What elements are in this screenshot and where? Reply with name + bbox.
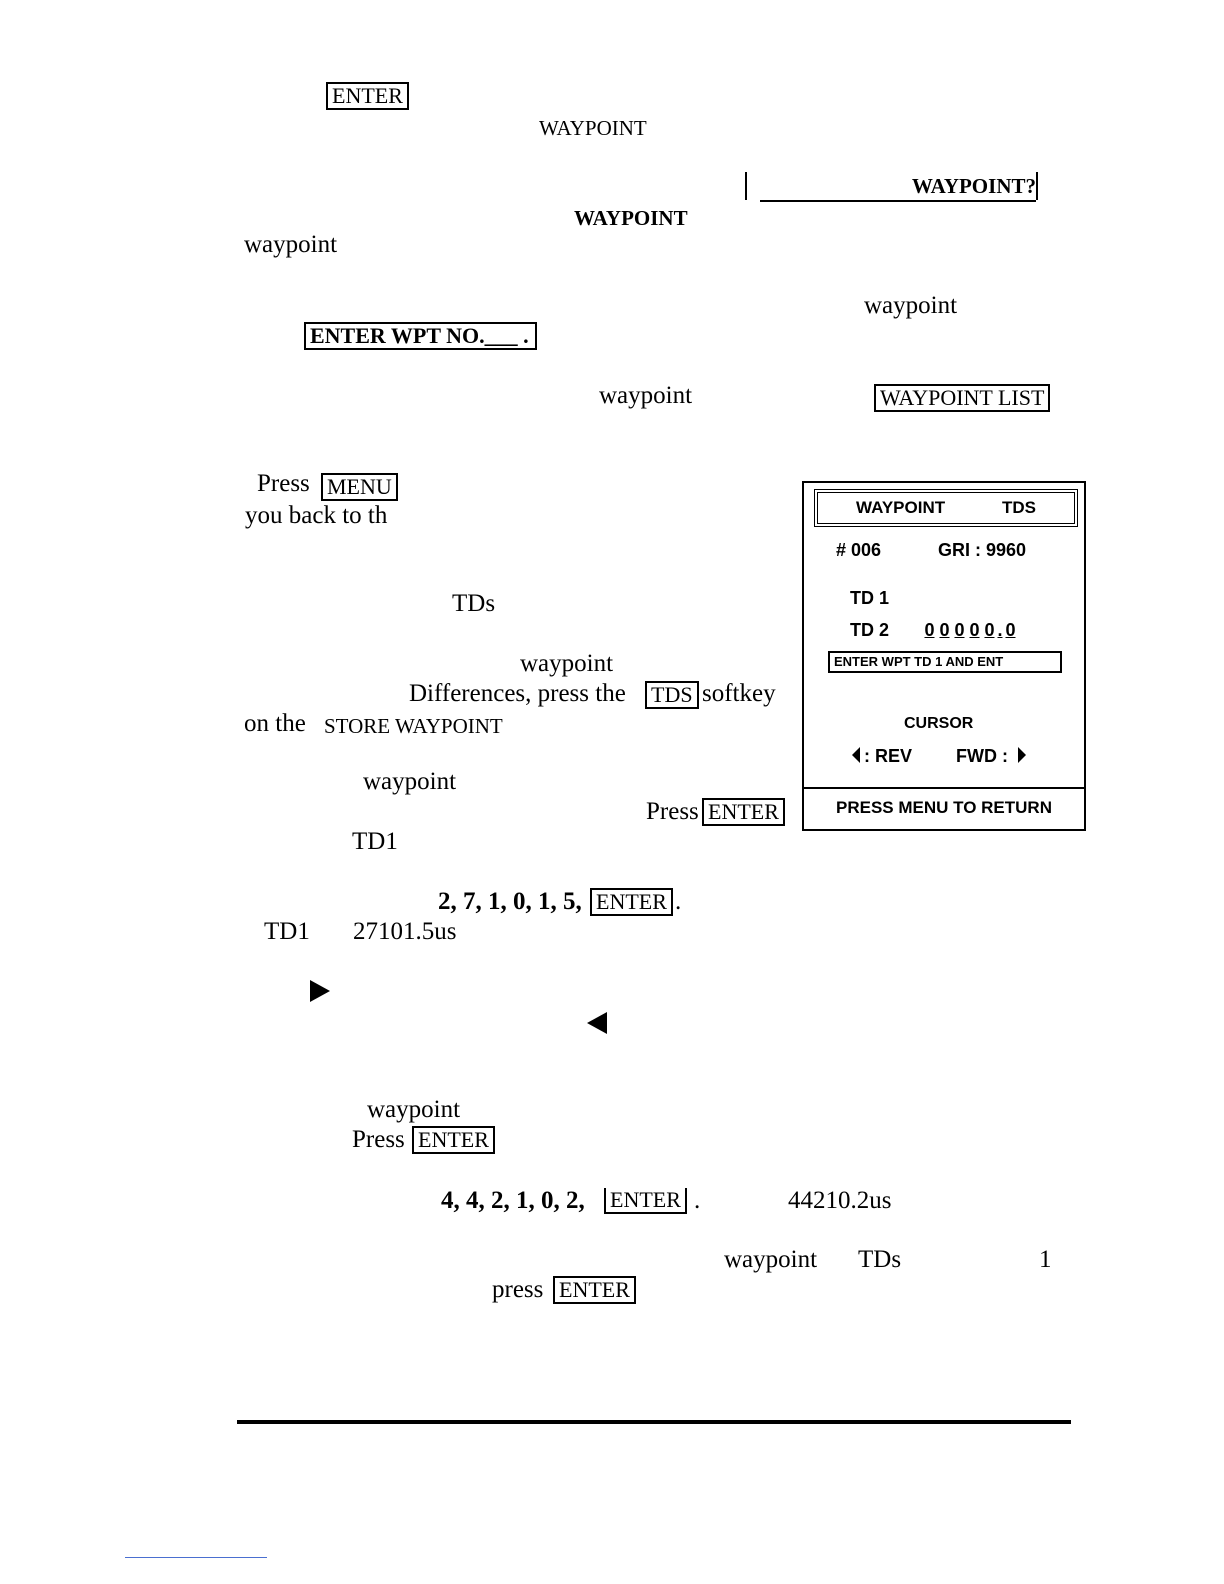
softkey-text: softkey [702, 680, 776, 707]
td1-label: TD1 [352, 828, 398, 855]
page-rule [237, 1420, 1071, 1424]
left-arrow-icon [587, 1012, 607, 1034]
footer-line [125, 1557, 267, 1558]
lcd-digit: 0 [939, 620, 950, 640]
lcd-gri: GRI : 9960 [938, 540, 1027, 560]
enter-key: ENTER [604, 1188, 687, 1214]
store-waypoint-label: STORE WAYPOINT [324, 714, 503, 738]
waypoint-bold-label: WAYPOINT [574, 206, 688, 230]
td1-label: TD1 [264, 918, 310, 945]
lcd-display-panel: WAYPOINT TDS # 006 GRI : 9960 TD 1 TD 2 … [802, 481, 1086, 831]
menu-key: MENU [321, 473, 398, 501]
waypoint-word: waypoint [367, 1096, 461, 1123]
lcd-digit: 0 [1005, 620, 1016, 640]
lcd-fwd-arrow-icon [1018, 747, 1026, 763]
you-back-text: you back to th [245, 502, 388, 529]
td1-value: 27101.5us [353, 918, 457, 945]
lcd-header-waypoint: WAYPOINT [856, 498, 946, 517]
waypoint-list-key: WAYPOINT LIST [874, 384, 1051, 412]
waypoint-word: waypoint [244, 231, 338, 258]
number-one: 1 [1039, 1246, 1052, 1273]
bracket-bar-right [1036, 172, 1038, 200]
lcd-divider [804, 787, 1084, 789]
lcd-prompt: ENTER WPT TD 1 AND ENT [828, 651, 1062, 673]
waypoint-word: waypoint [363, 768, 457, 795]
lcd-rev-arrow-icon [852, 747, 860, 763]
press-text: Press [352, 1126, 405, 1153]
tds-word: TDs [452, 590, 496, 617]
waypoint-question-text: WAYPOINT? [911, 174, 1036, 198]
digit-sequence-2: 4, 4, 2, 1, 0, 2, [441, 1187, 585, 1214]
enter-key: ENTER [553, 1276, 636, 1304]
period: . [675, 888, 682, 915]
on-the-text: on the [244, 710, 306, 737]
lcd-header-tds: TDS [1002, 498, 1036, 517]
enter-wpt-no-key: ENTER WPT NO.___ . [304, 322, 537, 350]
lcd-digit: 0 [954, 620, 965, 640]
period: . [694, 1187, 701, 1214]
lcd-footer: PRESS MENU TO RETURN [836, 798, 1052, 817]
lcd-digit: 0 [969, 620, 980, 640]
lcd-rev-label: : REV [864, 746, 913, 766]
digit-sequence-1: 2, 7, 1, 0, 1, 5, [438, 888, 582, 915]
waypoint-label: WAYPOINT [539, 116, 647, 140]
waypoint-word: waypoint [520, 650, 614, 677]
waypoint-word: waypoint [599, 382, 693, 409]
td2-value: 44210.2us [788, 1187, 892, 1214]
right-arrow-icon [310, 980, 330, 1002]
press-lower-text: press [492, 1276, 544, 1303]
enter-key: ENTER [702, 798, 785, 826]
lcd-digit: 0 [924, 620, 935, 640]
waypoint-question-key: WAYPOINT? [760, 172, 1036, 202]
waypoint-word: waypoint [724, 1246, 818, 1273]
enter-key: ENTER [590, 888, 673, 916]
enter-key: ENTER [326, 82, 409, 110]
lcd-digit: . [997, 620, 1003, 640]
tds-softkey: TDS [645, 681, 699, 709]
lcd-cursor-label: CURSOR [904, 715, 974, 732]
lcd-fwd-label: FWD : [956, 746, 1008, 766]
lcd-digit: 0 [984, 620, 995, 640]
lcd-td2-label: TD 2 [850, 620, 890, 640]
enter-key: ENTER [412, 1126, 495, 1154]
differences-text: Differences, press the [409, 680, 626, 707]
press-text: Press [646, 798, 699, 825]
lcd-header: WAYPOINT TDS [814, 489, 1078, 527]
waypoint-word: waypoint [864, 292, 958, 319]
bracket-bar [745, 172, 747, 200]
tds-word: TDs [858, 1246, 902, 1273]
press-text: Press [257, 470, 310, 497]
lcd-waypoint-number: # 006 [836, 540, 882, 560]
lcd-td1-label: TD 1 [850, 588, 890, 608]
